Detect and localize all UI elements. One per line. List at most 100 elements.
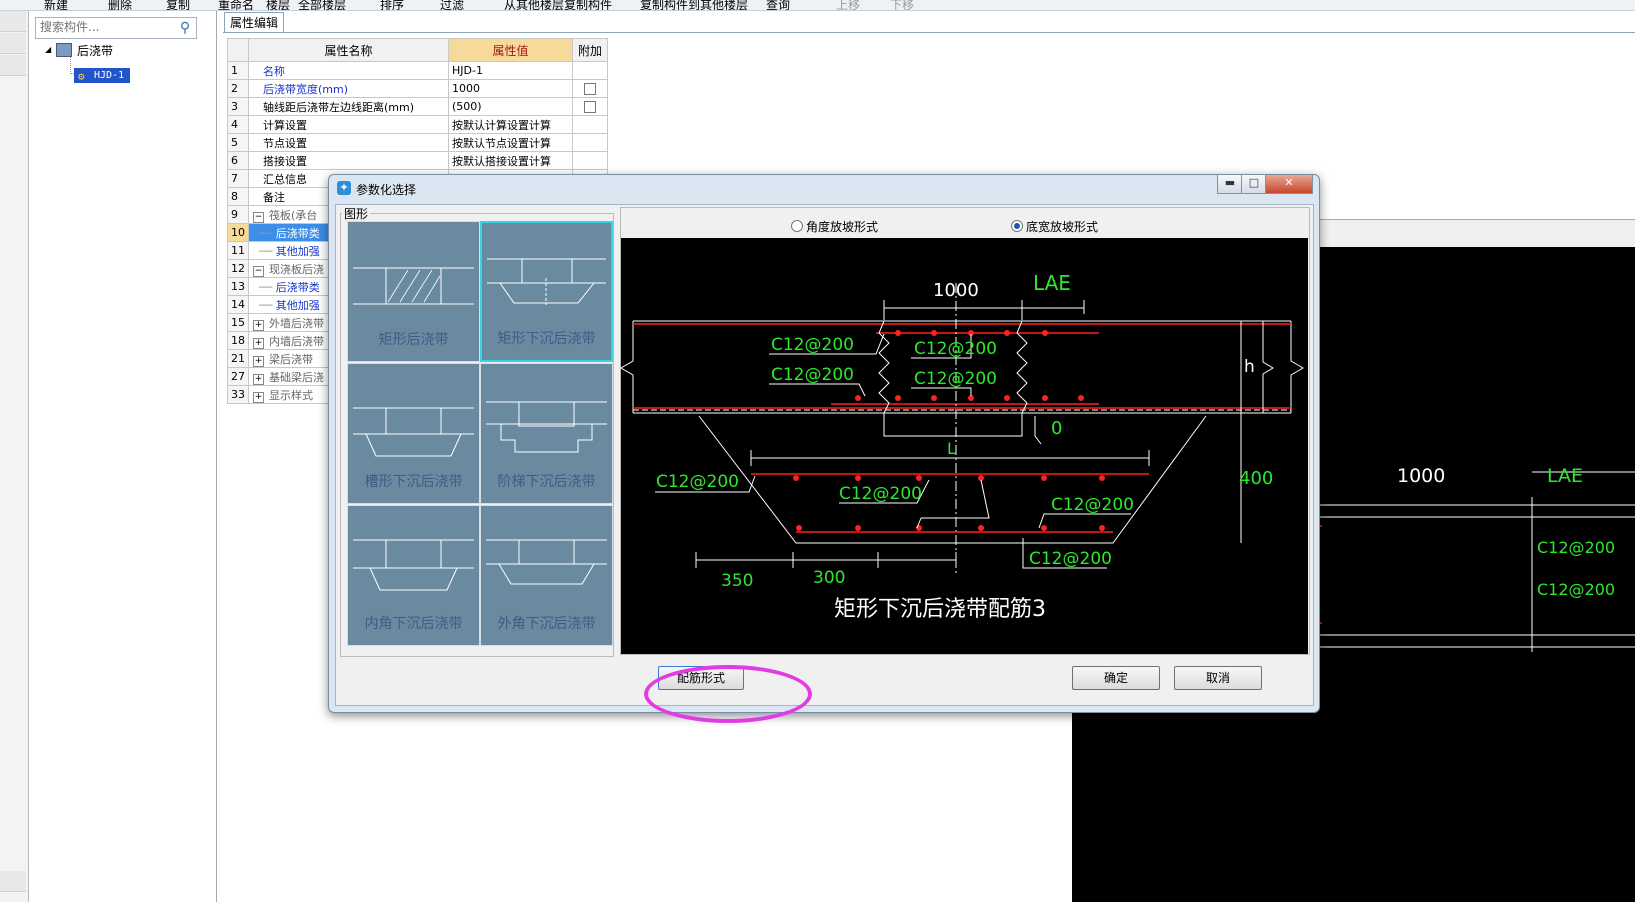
collapse-icon[interactable]: −	[253, 211, 264, 223]
row-number: 21	[227, 349, 249, 368]
property-value[interactable]: 按默认节点设置计算	[448, 133, 573, 152]
row-number: 1	[227, 61, 249, 80]
cad-dim-400: 400	[1239, 468, 1273, 489]
component-search-input[interactable]	[36, 18, 176, 36]
row-number: 5	[227, 133, 249, 152]
shape-label: 阶梯下沉后浇带	[497, 474, 596, 490]
toolbar-rename-button[interactable]: 重命名	[218, 0, 255, 11]
expand-icon[interactable]: +	[253, 391, 264, 403]
cancel-button[interactable]: 取消	[1174, 666, 1262, 690]
toolbar-filter-button[interactable]: 过滤	[440, 0, 465, 11]
property-value[interactable]: 1000	[448, 79, 573, 98]
col-name-header: 属性名称	[248, 38, 449, 62]
property-value[interactable]: 按默认计算设置计算	[448, 115, 573, 134]
radio-circle[interactable]	[791, 220, 803, 232]
toolbar-delete-button[interactable]: 删除	[108, 0, 133, 11]
property-name-text: 轴线距后浇带左边线距离(mm)	[263, 100, 415, 114]
shape-label: 矩形下沉后浇带	[497, 331, 596, 347]
toolbar-floor-select[interactable]: 全部楼层	[298, 0, 347, 11]
property-name-text: 后浇带类	[275, 226, 320, 240]
property-extra	[572, 115, 608, 134]
shape-option-inner-angle-sunken[interactable]: 内角下沉后浇带	[347, 505, 480, 646]
toolbar-copy-button[interactable]: 复制	[166, 0, 191, 11]
shape-step-sunken-icon	[486, 401, 607, 453]
property-name-text: 显示样式	[269, 388, 313, 402]
property-name-text: 其他加强	[275, 244, 320, 258]
property-row[interactable]: 1 名称 HJD-1	[227, 61, 608, 80]
radio-circle[interactable]	[1011, 220, 1023, 232]
maximize-button[interactable]: □	[1241, 175, 1267, 194]
shape-option-groove-sunken[interactable]: 槽形下沉后浇带	[347, 363, 480, 504]
property-name-text: 基础梁后浇	[269, 370, 324, 384]
extra-checkbox[interactable]	[584, 101, 596, 113]
extra-checkbox[interactable]	[584, 83, 596, 95]
tree-collapse-icon[interactable]: ◢	[45, 45, 52, 54]
search-icon[interactable]: ⚲	[179, 20, 191, 36]
shape-option-step-sunken[interactable]: 阶梯下沉后浇带	[480, 363, 613, 504]
property-name-text: 后浇带宽度(mm)	[263, 82, 349, 96]
expand-icon[interactable]: +	[253, 355, 264, 367]
property-value[interactable]: 按默认搭接设置计算	[448, 151, 573, 170]
toolbar-move-down-button[interactable]: 下移	[890, 0, 915, 11]
component-search-box: ⚲	[35, 17, 197, 39]
row-number: 27	[227, 367, 249, 386]
minimize-button[interactable]: ▬	[1217, 175, 1243, 194]
bg-rebar-label: C12@200	[1537, 580, 1615, 599]
tree-root-label[interactable]: 后浇带	[77, 44, 114, 58]
tab-property-edit[interactable]: 属性编辑	[224, 12, 284, 33]
expand-icon[interactable]: +	[253, 337, 264, 349]
shape-option-outer-angle-sunken[interactable]: 外角下沉后浇带	[480, 505, 613, 646]
collapse-icon[interactable]: −	[253, 265, 264, 277]
property-name-text: 名称	[263, 64, 285, 78]
property-name-text: 汇总信息	[263, 172, 307, 186]
toolbar-copy-to-floor-button[interactable]: 复制构件到其他楼层	[640, 0, 749, 11]
property-value[interactable]: (500)	[448, 97, 573, 116]
shape-option-rect-sunken[interactable]: 矩形下沉后浇带	[480, 221, 613, 362]
property-name-text: 其他加强	[275, 298, 320, 312]
dialog-title: 参数化选择	[356, 183, 417, 197]
component-tree-panel: ⚲ ◢ 后浇带 ⚙ HJD-1	[29, 11, 217, 902]
toolbar-move-up-button[interactable]: 上移	[836, 0, 861, 11]
app-icon: ✦	[337, 181, 351, 195]
row-number: 7	[227, 169, 249, 188]
shape-label: 矩形后浇带	[378, 332, 449, 348]
row-number: 13	[227, 277, 249, 296]
shape-label: 槽形下沉后浇带	[364, 474, 463, 490]
cad-rebar-label: C12@200	[771, 365, 854, 385]
toolbar-new-button[interactable]: 新建	[44, 0, 69, 11]
left-nav-button[interactable]	[0, 33, 26, 54]
expand-icon[interactable]: +	[253, 319, 264, 331]
left-nav-strip	[0, 11, 29, 902]
radio-bottom-width-slope[interactable]: 底宽放坡形式	[1011, 218, 1098, 235]
left-nav-button[interactable]	[0, 871, 26, 892]
tree-item-hjd-1[interactable]: ⚙ HJD-1	[74, 68, 130, 83]
property-name-text: 计算设置	[263, 118, 307, 132]
shape-label: 内角下沉后浇带	[364, 616, 463, 632]
main-toolbar: 新建 删除 复制 重命名 楼层 全部楼层 排序 过滤 从其他楼层复制构件 复制构…	[0, 0, 1635, 11]
toolbar-copy-from-floor-button[interactable]: 从其他楼层复制构件	[504, 0, 613, 11]
ok-button[interactable]: 确定	[1072, 666, 1160, 690]
radio-angle-slope[interactable]: 角度放坡形式	[791, 218, 878, 235]
property-value[interactable]: HJD-1	[448, 61, 573, 80]
shape-group-label: 图形	[342, 205, 371, 222]
close-button[interactable]: ✕	[1265, 175, 1313, 194]
shape-option-rect[interactable]: 矩形后浇带	[347, 221, 480, 362]
property-name-text: 梁后浇带	[269, 352, 313, 366]
left-nav-button[interactable]	[0, 55, 26, 76]
row-number: 9	[227, 205, 249, 224]
cad-drawing: 1000 LAE C12@200 C12@200 C12@200 C12	[620, 271, 1304, 622]
toolbar-query-button[interactable]: 查询	[766, 0, 791, 11]
row-number: 10	[227, 223, 249, 242]
left-nav-button[interactable]	[0, 11, 26, 32]
toolbar-sort-button[interactable]: 排序	[380, 0, 405, 11]
cad-rebar-label: C12@200	[656, 472, 739, 492]
col-num-header	[227, 38, 249, 62]
property-extra	[572, 61, 608, 80]
expand-icon[interactable]: +	[253, 373, 264, 385]
bg-dim-label: 1000	[1397, 465, 1445, 487]
